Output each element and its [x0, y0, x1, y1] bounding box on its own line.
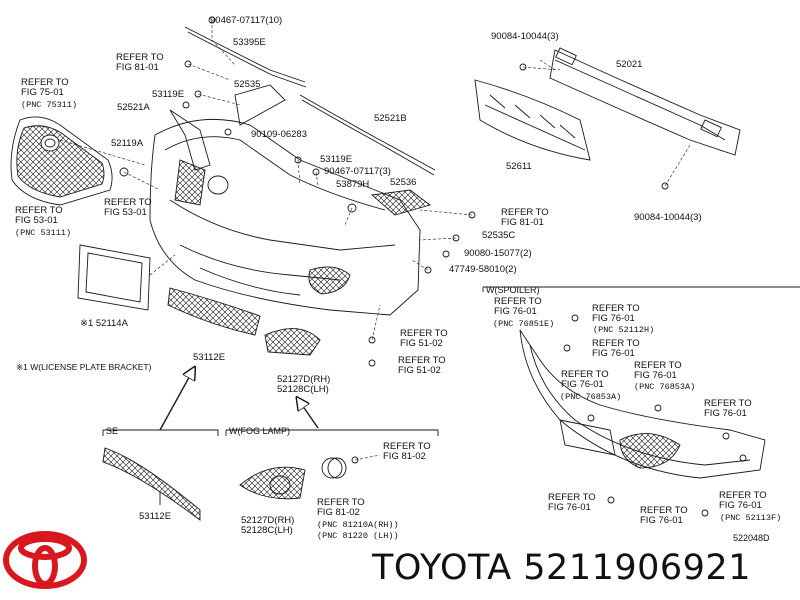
- part-label-90084-10044-bottom: 90084-10044(3): [634, 212, 702, 223]
- part-label-90084-10044-top: 90084-10044(3): [491, 31, 559, 42]
- front-bumper-cover: [149, 118, 421, 316]
- spoiler-refer-52112h: REFER TO FIG 76-01: [592, 303, 640, 324]
- section-label-se: SE: [106, 426, 119, 436]
- refer-fig-53-01-mid: REFER TO FIG 53-01: [104, 197, 152, 218]
- leader-lines: [59, 20, 691, 341]
- spoiler-refer-right: REFER TO FIG 76-01: [704, 398, 752, 419]
- part-label-52535c: 52535C: [482, 230, 516, 241]
- refer-fig-75-01: REFER TO FIG 75-01: [21, 77, 69, 98]
- pnc-76853a-left: (PNC 76853A): [560, 392, 622, 402]
- pnc-52112h: (PNC 52112H): [593, 325, 655, 335]
- energy-absorber-52611: [474, 79, 591, 161]
- fog-part-label-52127d: 52127D(RH) 52128C(LH): [241, 515, 295, 536]
- lower-grille-53112e: [167, 287, 261, 336]
- part-label-52535: 52535: [234, 79, 261, 90]
- pnc-76851e: (PNC 76851E): [493, 319, 555, 329]
- part-label-47749-58010: 47749-58010(2): [449, 264, 517, 275]
- toyota-logo: [3, 531, 87, 589]
- spoiler-refer-bottom-right: REFER TO FIG 76-01: [719, 490, 767, 511]
- part-label-53395e: 53395E: [233, 37, 266, 48]
- part-number: 5211906921: [523, 548, 751, 588]
- spoiler-refer-bottom-left: REFER TO FIG 76-01: [548, 492, 596, 513]
- part-label-52114a: ※1 52114A: [80, 318, 128, 329]
- part-label-52521b: 52521B: [374, 113, 407, 124]
- license-plate-bracket: [77, 244, 151, 311]
- pnc-75311: (PNC 75311): [21, 100, 78, 110]
- retainer-strip-53395e: [184, 26, 306, 83]
- pnc-81210a: (PNC 81210A(RH)): [317, 520, 399, 530]
- pnc-76853a-right: (PNC 76853A): [634, 382, 696, 392]
- bracket-52521b: [299, 94, 436, 171]
- pnc-53111: (PNC 53111): [15, 228, 72, 238]
- part-label-52521a: 52521A: [117, 102, 150, 113]
- diagram-code: 522048D: [733, 533, 770, 543]
- fog-refer-81-02-top: REFER TO FIG 81-02: [383, 441, 431, 462]
- fog-lamp-section: [225, 429, 439, 500]
- spoiler-refer-bottom-mid: REFER TO FIG 76-01: [640, 505, 688, 526]
- part-label-53879h: 53879H: [336, 179, 370, 190]
- spoiler-section: [482, 286, 800, 517]
- spoiler-refer-76851e: REFER TO FIG 76-01: [494, 296, 542, 317]
- fog-cover-52127d: [264, 328, 321, 356]
- refer-fig-51-02-a: REFER TO FIG 51-02: [400, 328, 448, 349]
- section-label-fog-lamp: W(FOG LAMP): [229, 426, 290, 436]
- part-label-90109-06283: 90109-06283: [251, 129, 307, 140]
- part-label-52127d-main: 52127D(RH) 52128C(LH): [277, 374, 331, 395]
- part-label-52021: 52021: [616, 59, 643, 70]
- reinforcement-bar-52021: [549, 47, 741, 156]
- part-label-90467-07117-3: 90467-07117(3): [324, 166, 391, 177]
- side-retainer-52536: [370, 189, 431, 216]
- part-label-53112e-se: 53112E: [139, 511, 172, 522]
- spoiler-refer-76853a-right: REFER TO FIG 76-01: [634, 360, 682, 381]
- part-label-53119e-b: 53119E: [320, 154, 353, 165]
- part-label-52536: 52536: [390, 177, 417, 188]
- part-label-53112e-main: 53112E: [193, 352, 226, 363]
- part-label-90080-15077: 90080-15077(2): [464, 248, 532, 259]
- part-label-52119a: 52119A: [111, 138, 144, 149]
- spoiler-refer-76853a-left: REFER TO FIG 76-01: [561, 369, 609, 390]
- fog-refer-81-02-bottom: REFER TO FIG 81-02: [317, 497, 365, 518]
- refer-fig-51-02-b: REFER TO FIG 51-02: [398, 355, 446, 376]
- spoiler-refer-c: REFER TO FIG 76-01: [592, 338, 640, 359]
- brand-name: TOYOTA: [372, 548, 512, 588]
- part-label-52611: 52611: [506, 161, 532, 172]
- pnc-81220: (PNC 81220 (LH)): [317, 531, 399, 541]
- brand-part-number-line: TOYOTA 5211906921: [372, 548, 751, 588]
- part-label-53119e-a: 53119E: [152, 89, 185, 100]
- part-label-90467-07117-10: 90467-07117(10): [210, 15, 283, 26]
- pnc-52113f: (PNC 52113F): [720, 513, 782, 523]
- refer-fig-81-01-top: REFER TO FIG 81-01: [116, 52, 164, 73]
- bracket-52535: [234, 84, 286, 126]
- license-plate-bracket-note: ※1 W(LICENSE PLATE BRACKET): [16, 362, 152, 372]
- refer-fig-81-01-right: REFER TO FIG 81-01: [501, 207, 549, 228]
- section-label-spoiler: W(SPOILER): [486, 285, 540, 295]
- refer-fig-53-01-left: REFER TO FIG 53-01: [15, 205, 63, 226]
- radiator-grille: [10, 116, 113, 206]
- se-section: [102, 429, 219, 521]
